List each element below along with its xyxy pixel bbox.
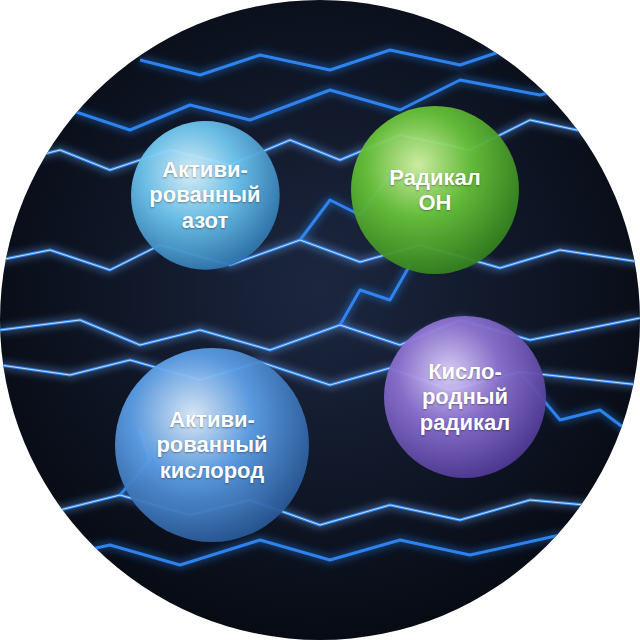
lightning [0,45,640,565]
sphere-fill [351,106,519,274]
sphere-label: Активи- рованный азот [149,157,260,233]
sphere-node: Радикал OH [350,105,520,275]
sphere-label: Активи- рованный кислород [156,407,267,483]
sphere-label: Кисло- родный радикал [420,359,510,435]
sphere-fill [384,316,546,478]
sphere-node: Активи- рованный кислород [114,347,310,543]
sphere-fill [115,348,309,542]
sphere-node: Активи- рованный азот [130,120,281,271]
sphere-node: Кисло- родный радикал [383,315,547,479]
sphere-fill [131,121,280,270]
sphere-label: Радикал OH [389,165,480,216]
